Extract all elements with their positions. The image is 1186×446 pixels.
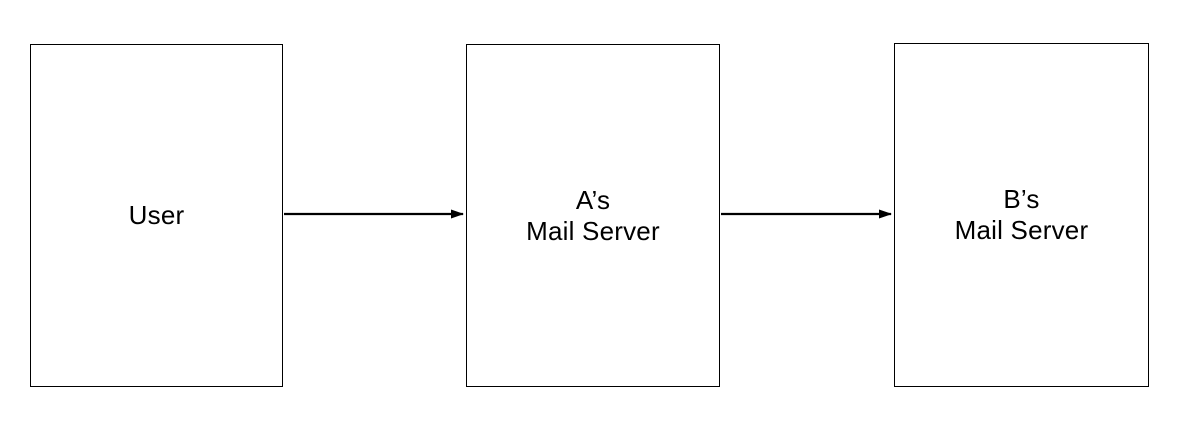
node-b-mail-server: B’s Mail Server — [894, 43, 1149, 387]
node-a-mail-server-label-line-1: A’s — [575, 184, 611, 215]
node-user: User — [30, 44, 283, 387]
node-b-mail-server-label-line-1: B’s — [1003, 184, 1040, 214]
node-user-label-line-1: User — [128, 200, 185, 230]
node-a-mail-server: A’s Mail Server — [466, 44, 720, 387]
node-a-mail-server-label-line-2: Mail Server — [526, 215, 660, 246]
node-user-label: User — [129, 200, 185, 231]
node-a-mail-server-label: A’s Mail Server — [526, 185, 660, 247]
node-b-mail-server-label: B’s Mail Server — [955, 184, 1089, 246]
node-b-mail-server-label-line-2: Mail Server — [954, 215, 1089, 245]
